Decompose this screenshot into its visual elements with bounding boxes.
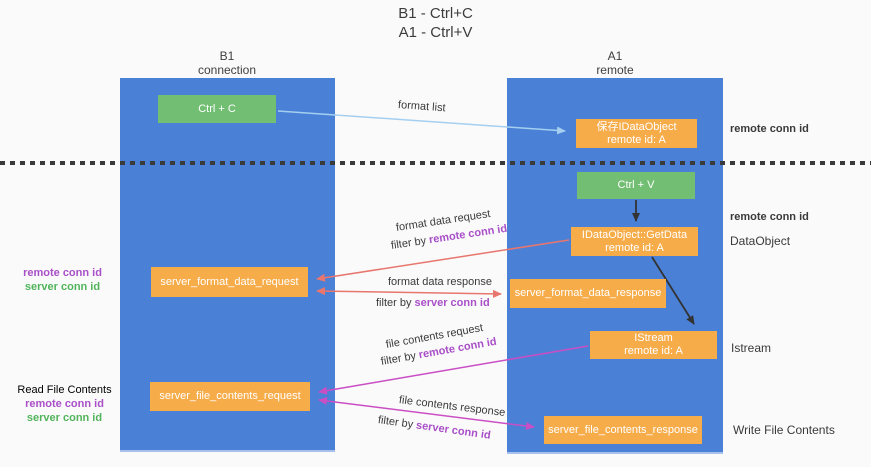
server-conn-id-annotation-left: server conn id — [24, 281, 101, 293]
remote-conn-id-annotation-top: remote conn id — [730, 123, 809, 135]
istream-annotation: Istream — [731, 341, 772, 355]
server-file-contents-request-node: server_file_contents_request — [150, 382, 310, 411]
filter-by-text: filter by — [379, 349, 417, 368]
idataobject-getdata-node: IDataObject::GetData remote id: A — [571, 227, 698, 256]
server-conn-id-text: server conn id — [415, 419, 492, 442]
save-idataobject-node: 保存IDataObject remote id: A — [576, 119, 697, 148]
server-format-data-request-label: server_format_data_request — [160, 275, 299, 288]
format-data-response-arrow-label: format data response — [388, 276, 492, 288]
server-format-data-response-node: server_format_data_response — [510, 279, 666, 308]
server-format-data-request-node: server_format_data_request — [151, 267, 308, 297]
ctrl-v-node: Ctrl + V — [577, 172, 695, 199]
column-header-b1: B1 connection — [157, 49, 297, 77]
file-contents-response-arrow-label: file contents response — [398, 394, 506, 419]
istream-node: IStream remote id: A — [590, 331, 717, 359]
remote-conn-id-annotation-mid: remote conn id — [730, 211, 809, 223]
filter-by-text: filter by — [390, 234, 427, 252]
diagram-title: B1 - Ctrl+C A1 - Ctrl+V — [0, 4, 871, 42]
clipboard-boundary-dashed-line — [0, 161, 871, 165]
column-header-a1: A1 remote — [545, 49, 685, 77]
getdata-line2: remote id: A — [605, 241, 664, 254]
remote-conn-id-annotation-bottom-left: remote conn id — [25, 398, 104, 410]
format-data-response-arrow — [316, 287, 502, 298]
getdata-line1: IDataObject::GetData — [581, 228, 688, 241]
istream-line1: IStream — [634, 332, 673, 344]
server-conn-id-annotation-bottom-left: server conn id — [26, 412, 103, 424]
column-a1-title: A1 — [607, 49, 623, 63]
save-idataobject-line1: 保存IDataObject — [596, 120, 677, 133]
dataobject-annotation: DataObject — [730, 234, 791, 248]
column-b1-title: B1 — [219, 49, 235, 63]
server-file-contents-request-label: server_file_contents_request — [159, 390, 301, 402]
column-b1-subtitle: connection — [197, 63, 257, 77]
save-idataobject-line2: remote id: A — [607, 133, 666, 146]
column-a1-subtitle: remote — [596, 63, 634, 77]
filter-by-text: filter by — [376, 297, 412, 309]
server-file-contents-response-label: server_file_contents_response — [548, 423, 698, 436]
istream-line2: remote id: A — [624, 345, 683, 357]
ctrl-c-label: Ctrl + C — [198, 102, 236, 115]
ctrl-c-node: Ctrl + C — [158, 95, 276, 123]
server-conn-id-text: server conn id — [414, 297, 490, 309]
server-format-data-response-label: server_format_data_response — [514, 287, 662, 299]
server-file-contents-response-node: server_file_contents_response — [544, 416, 702, 444]
read-file-contents-annotation: Read File Contents — [17, 384, 112, 396]
remote-conn-id-annotation-left: remote conn id — [23, 267, 102, 279]
left-conn-id-annotation-group: remote conn id server conn id — [15, 266, 110, 294]
read-file-contents-annotation-group: Read File Contents remote conn id server… — [12, 383, 117, 425]
ctrl-v-label: Ctrl + V — [617, 179, 655, 191]
format-list-arrow-label: format list — [397, 99, 446, 115]
title-line-1: B1 - Ctrl+C — [398, 5, 473, 22]
write-file-contents-annotation: Write File Contents — [733, 423, 835, 437]
title-line-2: A1 - Ctrl+V — [398, 24, 473, 41]
file-contents-response-filter-label: filter byserver conn id — [377, 414, 491, 442]
filter-by-text: filter by — [377, 414, 414, 431]
